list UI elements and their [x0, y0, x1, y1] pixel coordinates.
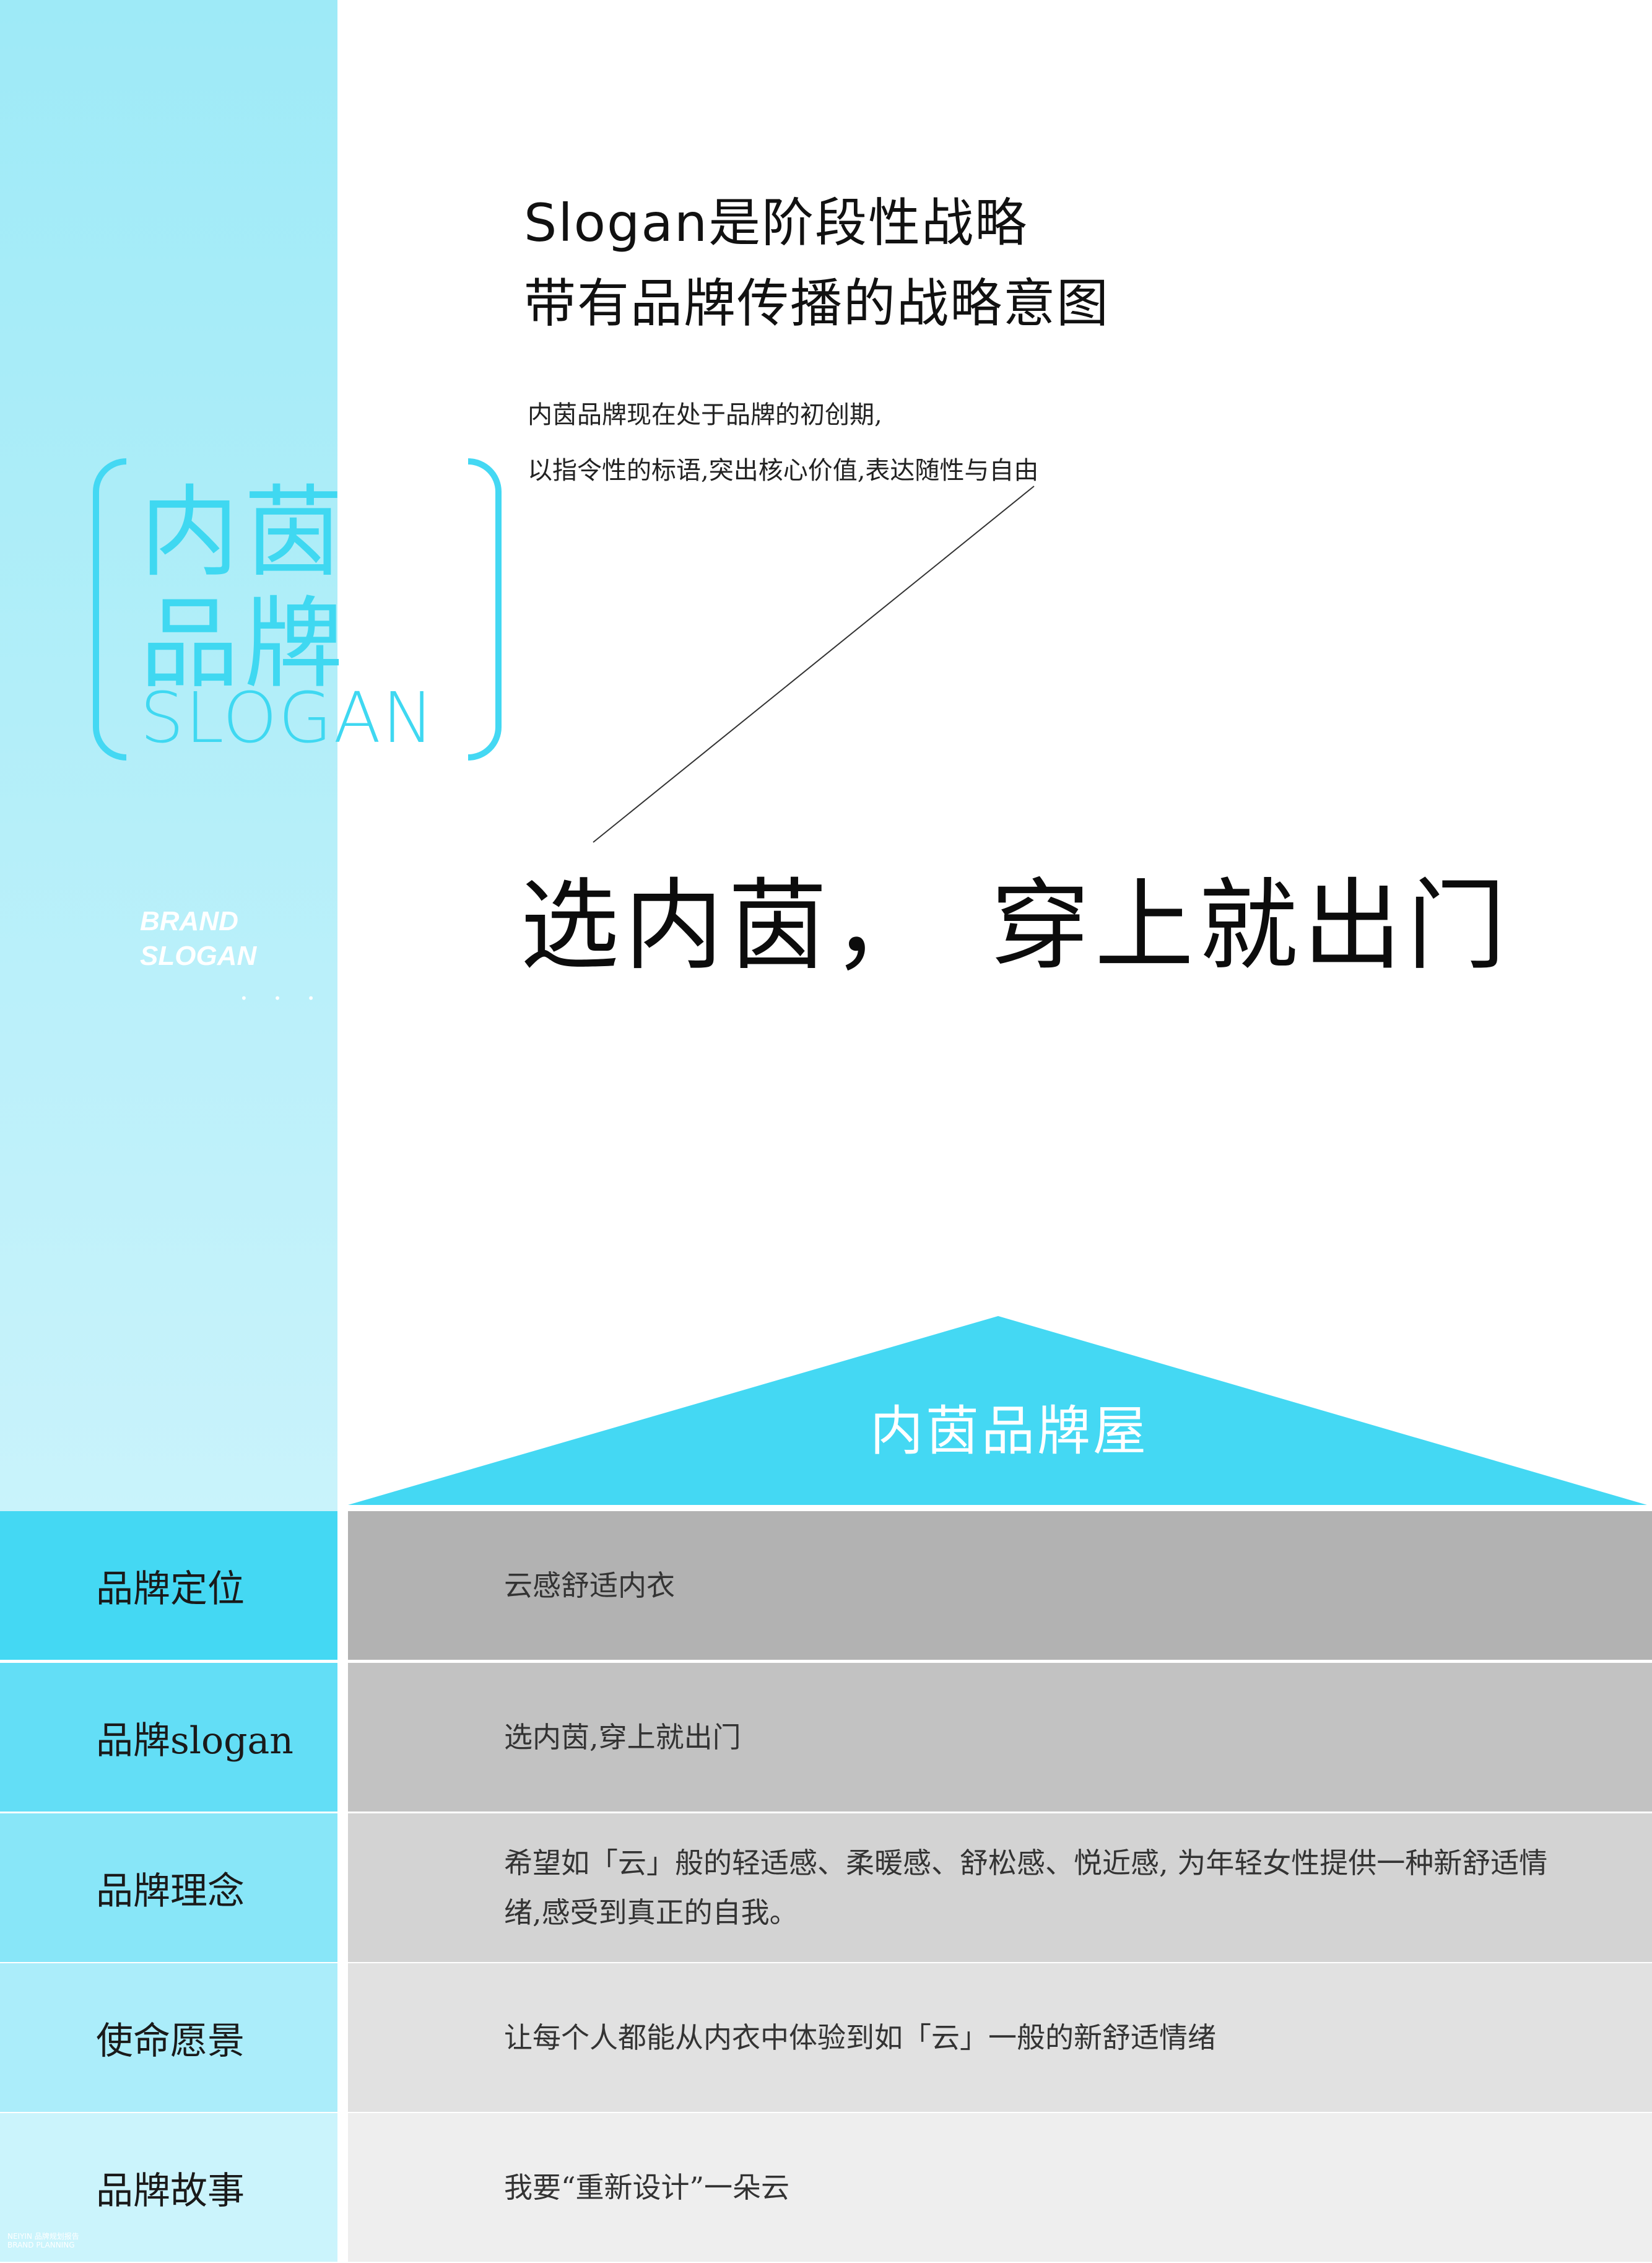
diagonal-line	[593, 486, 1035, 843]
intro-line2: 以指令性的标语,突出核心价值,表达随性与自由	[528, 456, 1039, 485]
table-row: 品牌故事我要“重新设计”一朵云	[0, 2113, 1652, 2262]
sidebar-panel	[0, 0, 337, 1511]
sidebar-title-line3: SLOGAN	[140, 678, 435, 759]
row-label: 品牌定位	[0, 1511, 337, 1660]
table-row: 使命愿景让每个人都能从内衣中体验到如「云」一般的新舒适情绪	[0, 1963, 1652, 2112]
row-value: 选内茵,穿上就出门	[348, 1663, 1652, 1812]
row-value: 让每个人都能从内衣中体验到如「云」一般的新舒适情绪	[348, 1963, 1652, 2112]
brand-en-label: BRAND SLOGAN	[140, 904, 256, 974]
footer-line1: NEIYIN 品牌规划报告	[7, 2232, 79, 2241]
headline-line2: 带有品牌传播的战略意图	[524, 273, 1110, 334]
row-label: 使命愿景	[0, 1963, 337, 2112]
footer-line2: BRAND PLANNING	[7, 2241, 75, 2249]
intro-text: 内茵品牌现在处于品牌的初创期, 以指令性的标语,突出核心价值,表达随性与自由	[528, 387, 1038, 499]
row-label: 品牌理念	[0, 1813, 337, 1962]
brand-en-line1: BRAND	[140, 906, 238, 936]
row-value: 云感舒适内衣	[348, 1511, 1652, 1660]
row-label: 品牌slogan	[0, 1663, 337, 1812]
brand-en-line2: SLOGAN	[140, 941, 257, 971]
brand-house-roof	[348, 1316, 1647, 1505]
row-value: 希望如「云」般的轻适感、柔暖感、舒松感、悦近感, 为年轻女性提供一种新舒适情绪,…	[348, 1813, 1652, 1962]
row-label: 品牌故事	[0, 2113, 337, 2262]
headline: Slogan是阶段性战略 带有品牌传播的战略意图	[524, 183, 1110, 344]
dots-decoration: • • • •	[240, 991, 360, 1006]
intro-line1: 内茵品牌现在处于品牌的初创期,	[528, 401, 882, 429]
sidebar-title-line1: 内茵	[140, 474, 349, 590]
footer-logo: NEIYIN 品牌规划报告 BRAND PLANNING	[7, 2232, 79, 2249]
headline-line1: Slogan是阶段性战略	[524, 193, 1028, 253]
table-row: 品牌理念希望如「云」般的轻适感、柔暖感、舒松感、悦近感, 为年轻女性提供一种新舒…	[0, 1813, 1652, 1962]
table-row: 品牌定位云感舒适内衣	[0, 1511, 1652, 1660]
row-value: 我要“重新设计”一朵云	[348, 2113, 1652, 2262]
sidebar-title-line2: 品牌	[140, 586, 349, 702]
slogan-text: 选内茵， 穿上就出门	[520, 868, 1511, 983]
brand-house-title: 内茵品牌屋	[870, 1400, 1149, 1462]
